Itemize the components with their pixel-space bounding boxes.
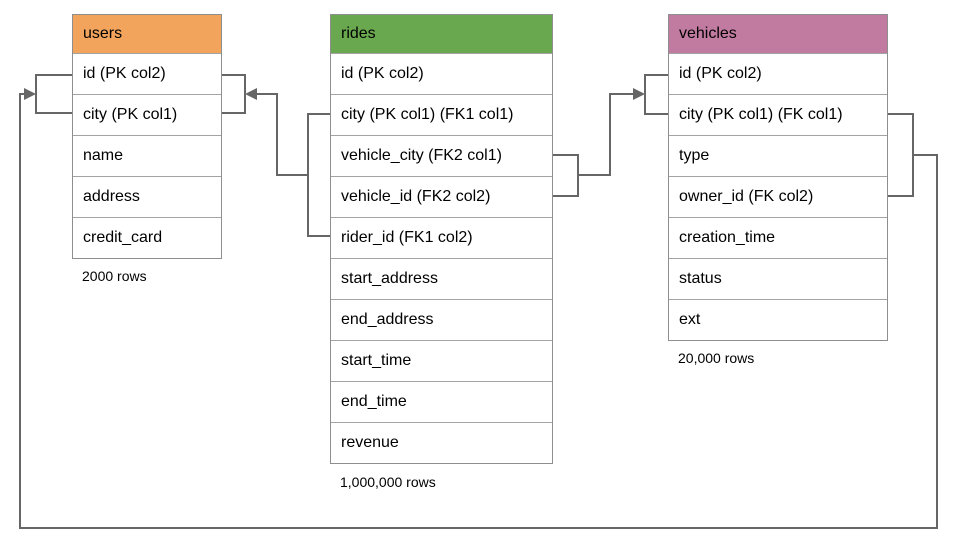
table-users: users id (PK col2) city (PK col1) name a… — [72, 14, 222, 259]
table-row: city (PK col1) (FK1 col1) — [331, 94, 552, 135]
table-row: type — [669, 135, 887, 176]
table-row: end_time — [331, 381, 552, 422]
table-row: start_time — [331, 340, 552, 381]
table-row: name — [73, 135, 221, 176]
table-row: ext — [669, 299, 887, 340]
table-row: revenue — [331, 422, 552, 463]
rides-to-vehicles-path — [578, 93, 634, 176]
table-row: city (PK col1) — [73, 94, 221, 135]
vehicles-row-count-label: 20,000 rows — [678, 350, 755, 366]
table-row: city (PK col1) (FK col1) — [669, 94, 887, 135]
table-row: credit_card — [73, 217, 221, 258]
connector-rides-to-users — [222, 74, 330, 237]
rides-right-bracket — [553, 154, 579, 197]
vehicles-right-bracket — [888, 113, 914, 197]
table-rides: rides id (PK col2) city (PK col1) (FK1 c… — [330, 14, 553, 464]
table-row: owner_id (FK col2) — [669, 176, 887, 217]
rides-row-count-label: 1,000,000 rows — [340, 474, 436, 490]
table-vehicles-header: vehicles — [669, 15, 887, 53]
users-right-bracket — [222, 74, 246, 114]
table-row: status — [669, 258, 887, 299]
table-users-header: users — [73, 15, 221, 53]
rides-to-users-arrowhead-icon — [245, 88, 257, 100]
table-row: id (PK col2) — [331, 53, 552, 94]
rides-to-users-path — [256, 93, 308, 176]
table-row: start_address — [331, 258, 552, 299]
vehicles-left-bracket — [644, 74, 668, 115]
table-row: creation_time — [669, 217, 887, 258]
table-row: vehicle_city (FK2 col1) — [331, 135, 552, 176]
table-row: id (PK col2) — [669, 53, 887, 94]
table-row: rider_id (FK1 col2) — [331, 217, 552, 258]
table-row: end_address — [331, 299, 552, 340]
table-row: id (PK col2) — [73, 53, 221, 94]
table-vehicles: vehicles id (PK col2) city (PK col1) (FK… — [668, 14, 888, 341]
users-left-bracket — [35, 74, 72, 114]
table-row: vehicle_id (FK2 col2) — [331, 176, 552, 217]
vehicles-to-users-arrowhead-icon — [24, 88, 36, 100]
rides-left-bracket — [307, 113, 330, 237]
connector-rides-to-vehicles — [553, 74, 668, 197]
rides-to-vehicles-arrowhead-icon — [633, 88, 645, 100]
table-row: address — [73, 176, 221, 217]
users-row-count-label: 2000 rows — [82, 268, 147, 284]
table-rides-header: rides — [331, 15, 552, 53]
